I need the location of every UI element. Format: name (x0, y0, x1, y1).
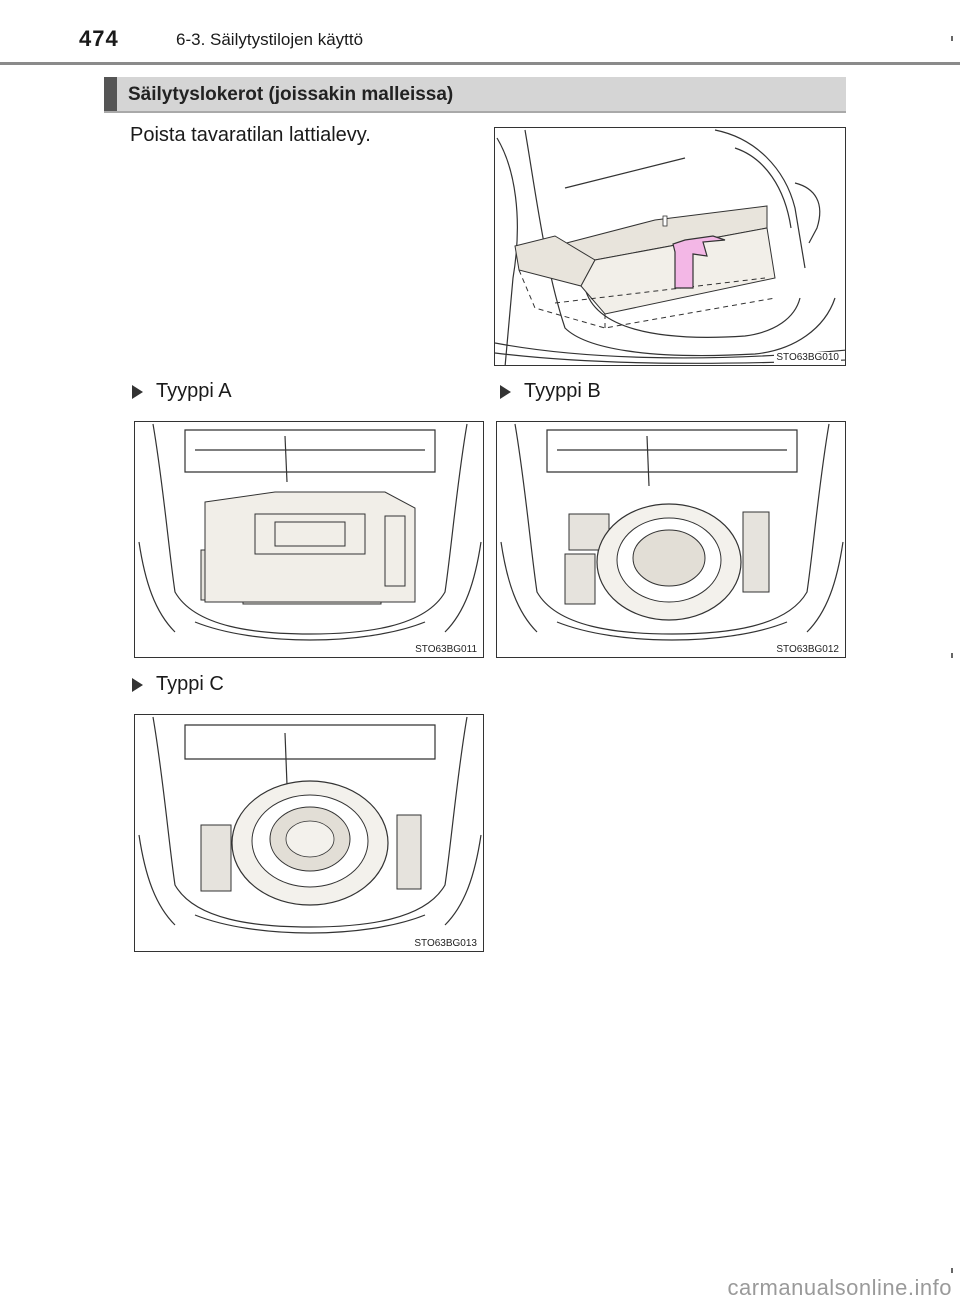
figure-code: STO63BG010 (774, 352, 841, 363)
figure-code: STO63BG013 (412, 938, 479, 949)
type-a-text: Tyyppi A (156, 380, 232, 402)
figure-type-a: STO63BG011 (134, 421, 484, 658)
section-title: Säilytyslokerot (joissakin malleissa) (128, 84, 454, 105)
type-c-text: Typpi C (156, 673, 224, 695)
trunk-floorboard-illustration (495, 129, 845, 365)
type-a-storage-illustration (138, 423, 482, 641)
type-c-spare-tire-illustration (138, 716, 482, 934)
figure-type-b: STO63BG012 (496, 421, 846, 658)
footer-watermark[interactable]: carmanualsonline.info (727, 1275, 952, 1300)
title-accent (104, 77, 117, 111)
section-title-bar: Säilytyslokerot (joissakin malleissa) (104, 77, 846, 113)
header-rule (0, 62, 960, 65)
type-b-text: Tyyppi B (524, 380, 601, 402)
figure-type-c: STO63BG013 (134, 714, 484, 952)
margin-tick (951, 1268, 953, 1273)
margin-tick (951, 653, 953, 658)
triangle-bullet-icon (132, 384, 143, 399)
type-b-spare-tire-illustration (500, 423, 844, 641)
triangle-bullet-icon (132, 677, 143, 692)
figure-code: STO63BG011 (413, 644, 479, 655)
section-reference: 6-3. Säilytystilojen käyttö (176, 30, 364, 49)
triangle-bullet-icon (500, 384, 511, 399)
type-a-label: Tyyppi A (132, 380, 232, 403)
page-number: 474 (79, 26, 119, 51)
instruction-text: Poista tavaratilan lattialevy. (130, 124, 371, 146)
figure-code: STO63BG012 (774, 644, 841, 655)
figure-main: STO63BG010 (494, 127, 846, 366)
margin-tick (951, 36, 953, 41)
type-c-label: Typpi C (132, 673, 224, 696)
lift-arrow (672, 235, 726, 289)
type-b-label: Tyyppi B (500, 380, 601, 403)
